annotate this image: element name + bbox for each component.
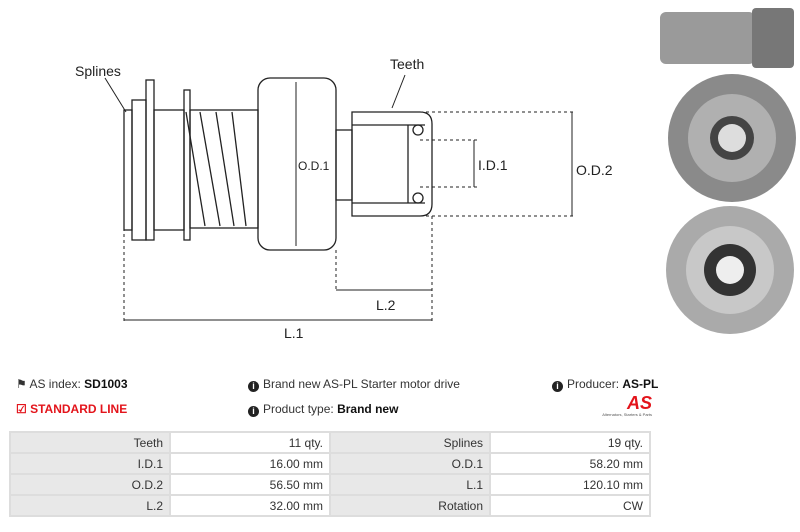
as-pl-logo: AS Alternators, Starters & Parts (602, 393, 652, 417)
label-id1: I.D.1 (478, 157, 508, 173)
spec-label: O.D.2 (9, 473, 171, 496)
spec-label: Splines (329, 431, 491, 454)
spec-value: 19 qty. (489, 431, 651, 454)
spec-value: 11 qty. (169, 431, 331, 454)
spec-value: 120.10 mm (489, 473, 651, 496)
spec-value: 56.50 mm (169, 473, 331, 496)
spec-value: 16.00 mm (169, 452, 331, 475)
label-od1: O.D.1 (298, 159, 330, 173)
spec-label: L.2 (9, 494, 171, 517)
spec-value: 58.20 mm (489, 452, 651, 475)
as-index: ⚑ AS index: SD1003 (16, 377, 128, 391)
label-l2: L.2 (376, 297, 396, 313)
spec-label: L.1 (329, 473, 491, 496)
product-photo-side (660, 8, 794, 68)
standard-line: ☑ STANDARD LINE (16, 402, 128, 416)
product-photo-back (666, 206, 794, 334)
technical-drawing: Splines Teeth O.D.1 I.D.1 O.D.2 L.2 L.1 (75, 8, 796, 341)
label-teeth: Teeth (390, 56, 424, 72)
tag-icon: ⚑ (16, 377, 27, 391)
label-od2: O.D.2 (576, 162, 613, 178)
info-icon: i (248, 381, 259, 392)
spec-label: Rotation (329, 494, 491, 517)
spec-value: CW (489, 494, 651, 517)
spec-label: O.D.1 (329, 452, 491, 475)
spec-label: Teeth (9, 431, 171, 454)
info-icon: i (552, 381, 563, 392)
spec-value: 32.00 mm (169, 494, 331, 517)
label-splines: Splines (75, 63, 121, 79)
product-photo-front (668, 74, 796, 202)
info-icon: i (248, 406, 259, 417)
checkbox-icon: ☑ (16, 402, 27, 416)
label-l1: L.1 (284, 325, 304, 341)
spec-label: I.D.1 (9, 452, 171, 475)
